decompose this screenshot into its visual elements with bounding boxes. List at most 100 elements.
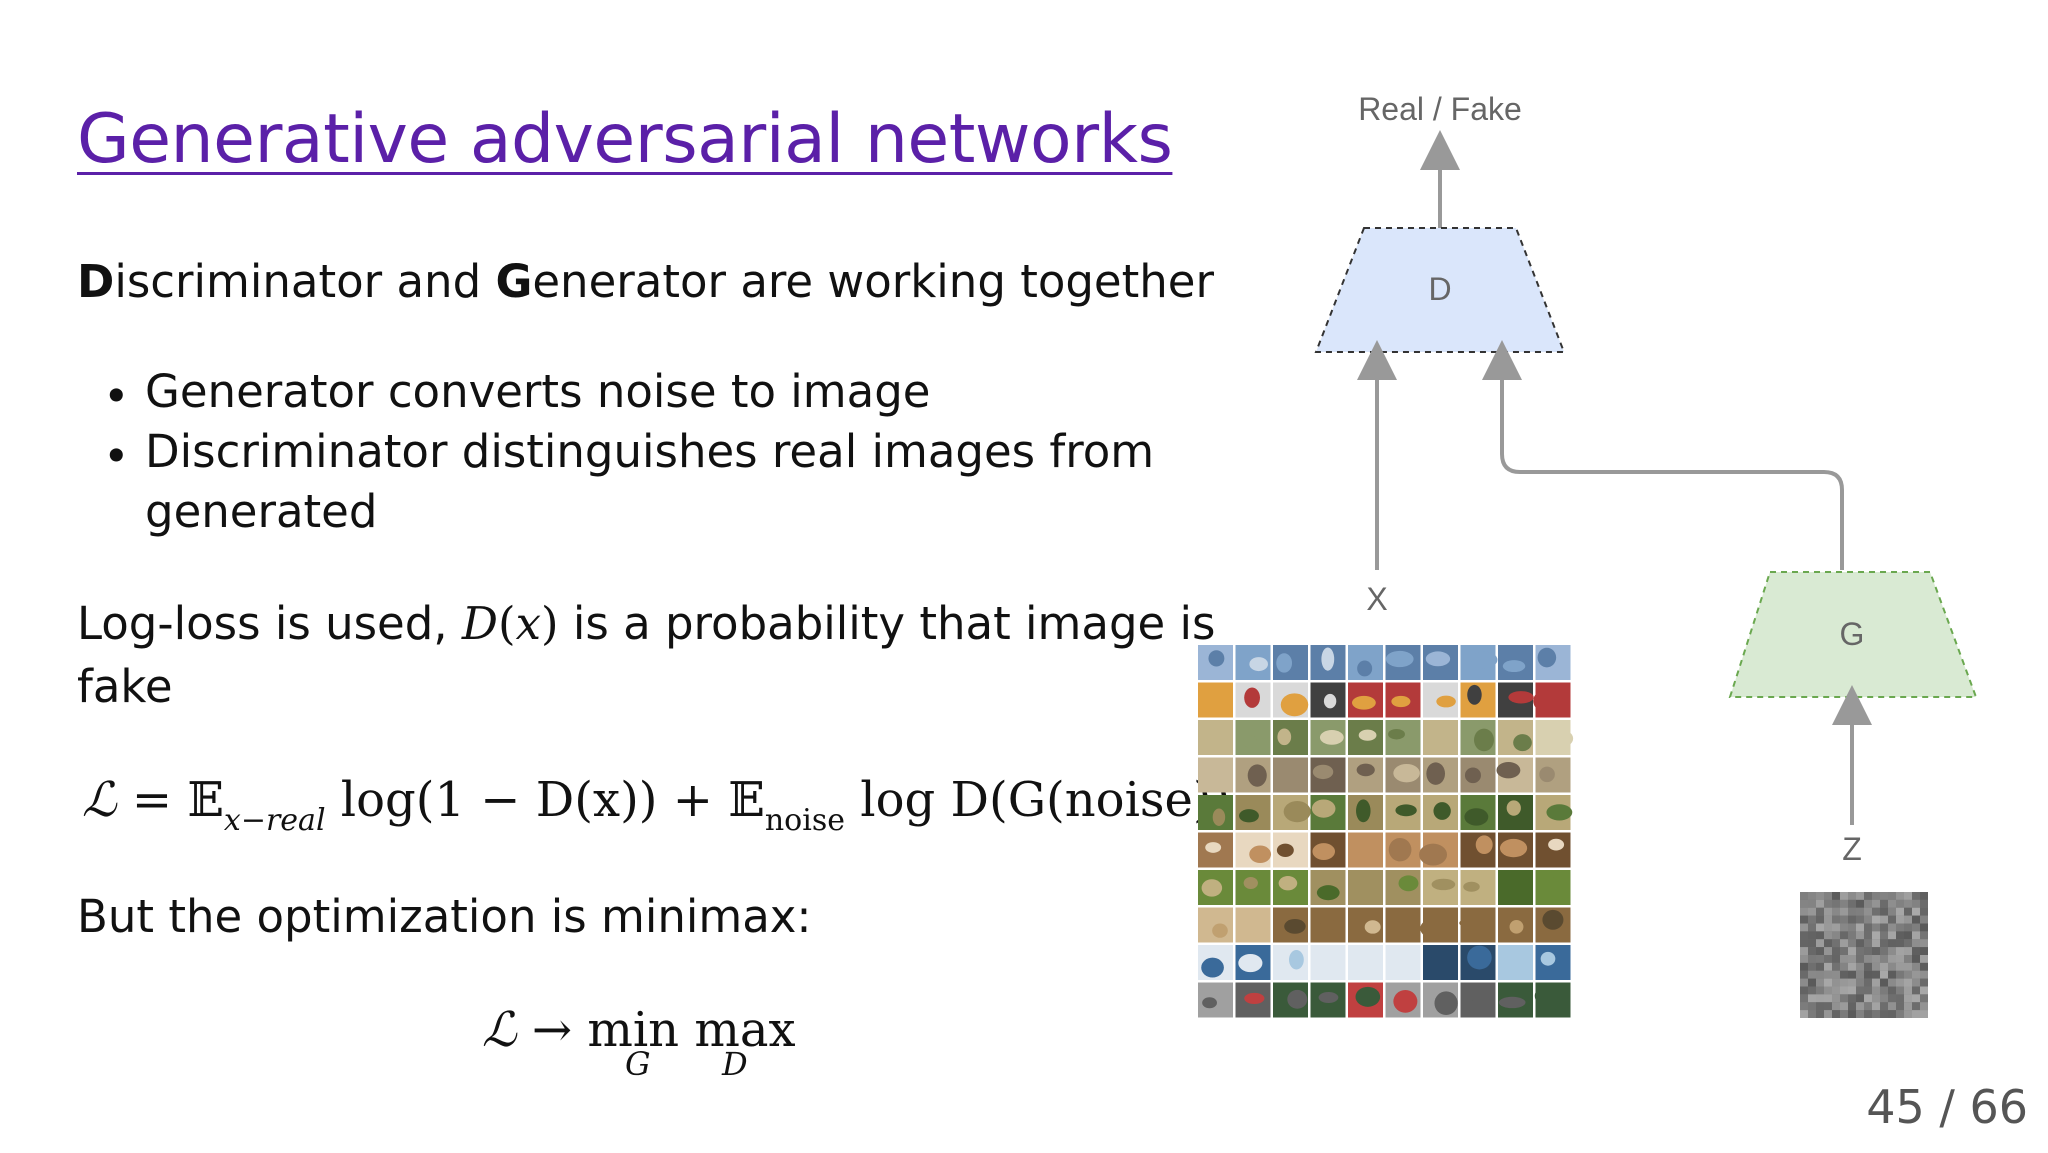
noise-pixel bbox=[1808, 1002, 1816, 1011]
thumbnail-object bbox=[1284, 918, 1306, 934]
noise-pixel bbox=[1840, 939, 1848, 948]
noise-pixel bbox=[1840, 962, 1848, 971]
noise-pixel bbox=[1904, 923, 1912, 932]
noise-pixel bbox=[1872, 994, 1880, 1003]
thumbnail bbox=[1385, 757, 1421, 793]
noise-pixel bbox=[1880, 1002, 1888, 1011]
thumbnail-object bbox=[1539, 766, 1555, 783]
noise-pixel bbox=[1872, 931, 1880, 940]
thumbnail-object bbox=[1274, 765, 1303, 785]
noise-pixel bbox=[1824, 931, 1832, 940]
noise-pixel bbox=[1832, 899, 1840, 908]
thumbnail bbox=[1198, 645, 1233, 680]
noise-pixel bbox=[1864, 939, 1872, 948]
noise-pixel bbox=[1872, 939, 1880, 948]
thumbnail-object bbox=[1545, 729, 1574, 748]
noise-pixel bbox=[1848, 962, 1856, 971]
noise-pixel bbox=[1896, 923, 1904, 932]
noise-pixel bbox=[1824, 986, 1832, 995]
noise-pixel bbox=[1816, 939, 1824, 948]
page-number: 45 / 66 bbox=[1866, 1080, 2028, 1134]
thumbnail bbox=[1273, 982, 1308, 1018]
noise-pixel bbox=[1848, 892, 1856, 900]
logloss-func: D bbox=[461, 597, 499, 650]
thumbnail-object bbox=[1201, 957, 1224, 978]
noise-pixel bbox=[1920, 931, 1928, 940]
noise-pixel bbox=[1832, 1010, 1840, 1018]
noise-pixel bbox=[1816, 899, 1824, 908]
noise-pixel bbox=[1904, 1010, 1912, 1018]
noise-pixel bbox=[1864, 915, 1872, 924]
thumbnail bbox=[1498, 982, 1533, 1018]
noise-pixel bbox=[1904, 962, 1912, 971]
thumbnail-object bbox=[1473, 728, 1494, 752]
noise-pixel bbox=[1840, 1010, 1848, 1018]
thumbnail-object bbox=[1471, 651, 1498, 669]
noise-pixel bbox=[1888, 986, 1896, 995]
noise-pixel bbox=[1816, 986, 1824, 995]
thumbnail bbox=[1535, 795, 1571, 830]
noise-pixel bbox=[1816, 962, 1824, 971]
noise-pixel bbox=[1800, 1002, 1808, 1011]
thumbnail-object bbox=[1319, 730, 1344, 745]
thumbnail bbox=[1348, 645, 1383, 680]
noise-pixel bbox=[1800, 931, 1808, 940]
noise-pixel bbox=[1816, 994, 1824, 1003]
minimax-max-sub: D bbox=[722, 1045, 748, 1083]
noise-pixel bbox=[1800, 947, 1808, 955]
noise-pixel bbox=[1800, 962, 1808, 971]
thumbnail-object bbox=[1502, 660, 1526, 673]
noise-pixel bbox=[1824, 947, 1832, 955]
thumbnail bbox=[1235, 757, 1271, 793]
noise-pixel bbox=[1896, 978, 1904, 987]
minimax-text: But the optimization is minimax: bbox=[77, 890, 812, 943]
noise-pixel bbox=[1816, 892, 1824, 900]
thumbnail-object bbox=[1464, 767, 1481, 784]
noise-pixel bbox=[1872, 1002, 1880, 1011]
noise-pixel bbox=[1808, 962, 1816, 971]
thumbnail bbox=[1235, 907, 1271, 943]
thumbnail bbox=[1198, 682, 1233, 718]
noise-pixel bbox=[1856, 962, 1864, 971]
thumbnail bbox=[1498, 757, 1533, 793]
noise-pixel bbox=[1864, 978, 1872, 987]
generator-block bbox=[1728, 571, 1978, 698]
thumbnail bbox=[1235, 720, 1271, 755]
noise-pixel bbox=[1832, 986, 1840, 995]
noise-pixel bbox=[1816, 923, 1824, 932]
thumbnail bbox=[1423, 945, 1458, 980]
noise-pixel bbox=[1824, 970, 1832, 979]
noise-pixel bbox=[1864, 1010, 1872, 1018]
output-label: Real / Fake bbox=[1358, 91, 1522, 127]
thumbnail bbox=[1235, 832, 1271, 868]
noise-pixel bbox=[1856, 986, 1864, 995]
thumbnail-object bbox=[1391, 695, 1411, 708]
noise-pixel bbox=[1888, 923, 1896, 932]
thumbnail bbox=[1423, 720, 1458, 755]
noise-pixel bbox=[1904, 915, 1912, 924]
noise-pixel bbox=[1840, 899, 1848, 908]
discriminator-block bbox=[1314, 227, 1566, 353]
noise-pixel bbox=[1904, 970, 1912, 979]
noise-pixel bbox=[1872, 986, 1880, 995]
bullet-2-text: Discriminator distinguishes real images … bbox=[145, 425, 1155, 478]
noise-pixel bbox=[1848, 931, 1856, 940]
noise-pixel bbox=[1856, 994, 1864, 1003]
thumbnail bbox=[1198, 832, 1233, 868]
intro-part1: iscriminator and bbox=[114, 255, 496, 308]
thumbnail-object bbox=[1434, 991, 1458, 1016]
noise-pixel bbox=[1896, 931, 1904, 940]
logloss-paren-close: ) bbox=[540, 597, 559, 650]
noise-pixel bbox=[1864, 1002, 1872, 1011]
thumbnail-object bbox=[1506, 800, 1521, 816]
noise-pixel bbox=[1920, 970, 1928, 979]
thumbnail bbox=[1460, 720, 1496, 755]
noise-pixel bbox=[1856, 892, 1864, 900]
noise-pixel bbox=[1880, 978, 1888, 987]
noise-pixel bbox=[1832, 994, 1840, 1003]
thumbnail bbox=[1498, 720, 1533, 755]
thumbnail bbox=[1348, 870, 1383, 905]
thumbnail bbox=[1235, 682, 1271, 718]
loss-eq: = 𝔼 bbox=[116, 772, 224, 828]
thumbnail bbox=[1423, 682, 1458, 718]
